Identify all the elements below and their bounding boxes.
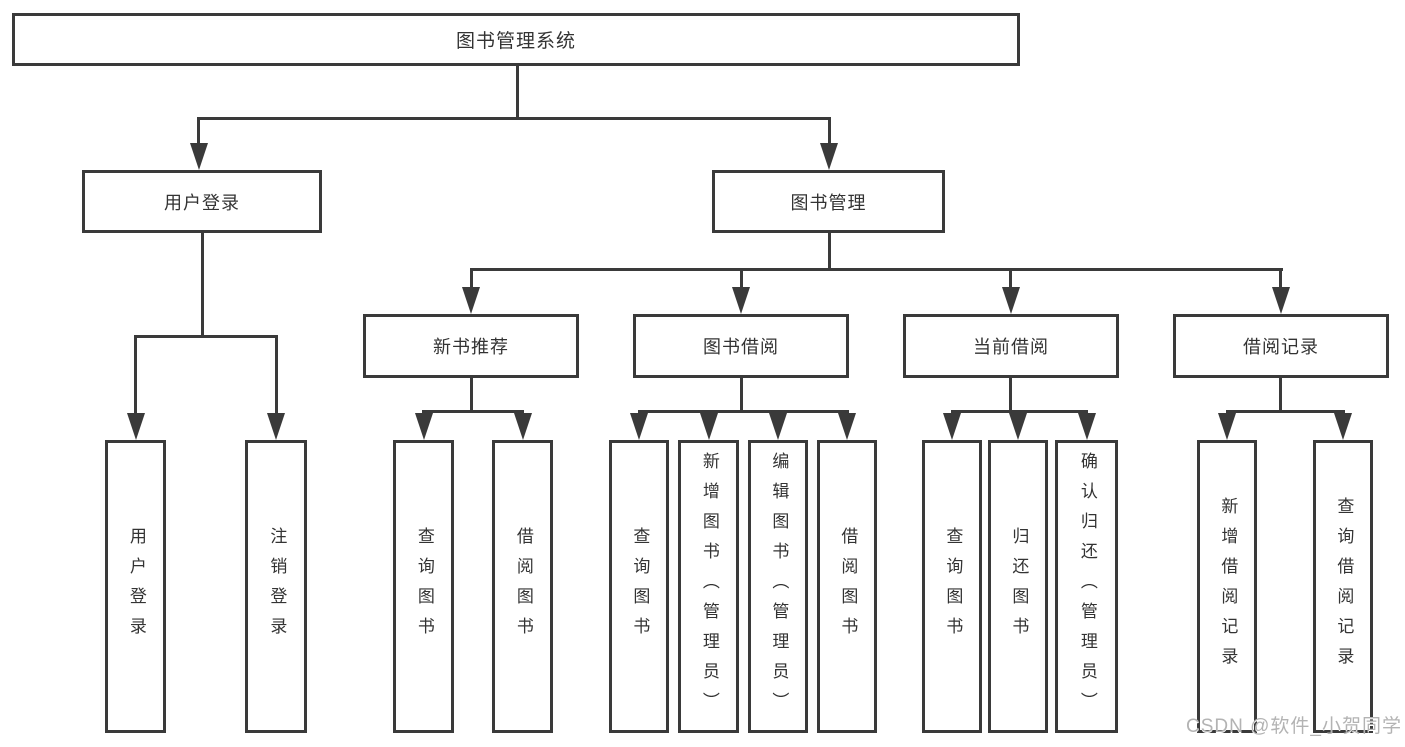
arrowhead-icon bbox=[732, 287, 750, 314]
node-book-borrowing: 图书借阅 bbox=[633, 314, 849, 378]
arrowhead-icon bbox=[769, 413, 787, 440]
edge-line bbox=[197, 117, 200, 146]
edge-line bbox=[637, 410, 849, 413]
node-system-root: 图书管理系统 bbox=[12, 13, 1020, 66]
arrowhead-icon bbox=[820, 143, 838, 170]
edge-line bbox=[515, 66, 519, 119]
node-label: 查询图书 bbox=[630, 526, 650, 647]
arrowhead-icon bbox=[1271, 287, 1290, 314]
node-label: 用户登录 bbox=[164, 192, 240, 213]
node-label: 图书借阅 bbox=[703, 337, 779, 357]
leaf-borrow-book-recommend: 借阅图书 bbox=[492, 440, 553, 733]
edge-line bbox=[739, 268, 743, 289]
leaf-user-login: 用户登录 bbox=[105, 440, 166, 733]
node-label: 当前借阅 bbox=[973, 337, 1049, 357]
arrowhead-icon bbox=[1218, 413, 1236, 440]
node-label: 查询图书 bbox=[943, 526, 963, 647]
edge-line bbox=[197, 117, 831, 120]
node-book-management: 图书管理 bbox=[712, 170, 945, 233]
arrowhead-icon bbox=[943, 413, 961, 440]
edge-line bbox=[827, 117, 831, 146]
csdn-watermark: CSDN @软件_小贺同学 bbox=[1186, 716, 1402, 737]
node-label: 归还图书 bbox=[1009, 526, 1029, 647]
arrowhead-icon bbox=[630, 413, 648, 440]
leaf-query-book-borrowing: 查询图书 bbox=[609, 440, 669, 733]
edge-line bbox=[1279, 268, 1282, 289]
node-label: 用户登录 bbox=[126, 526, 146, 647]
edge-line bbox=[1279, 378, 1282, 413]
edge-line bbox=[950, 410, 1088, 413]
node-label: 借阅图书 bbox=[838, 526, 858, 647]
arrowhead-icon bbox=[1009, 413, 1027, 440]
node-label: 查询图书 bbox=[414, 526, 434, 647]
node-label: 新书推荐 bbox=[433, 337, 509, 357]
node-label: 新增图书（管理员） bbox=[699, 451, 719, 722]
node-label: 确认归还（管理员） bbox=[1077, 451, 1097, 722]
edge-line bbox=[469, 378, 473, 413]
leaf-borrow-book: 借阅图书 bbox=[817, 440, 877, 733]
edge-line bbox=[469, 268, 1283, 271]
node-label: 新增借阅记录 bbox=[1218, 496, 1238, 677]
node-user-login: 用户登录 bbox=[82, 170, 322, 233]
leaf-logout: 注销登录 bbox=[245, 440, 307, 733]
arrowhead-icon bbox=[1001, 287, 1020, 314]
arrowhead-icon bbox=[1077, 413, 1096, 440]
node-label: 借阅记录 bbox=[1243, 337, 1319, 357]
edge-line bbox=[200, 233, 204, 338]
leaf-add-book-admin: 新增图书（管理员） bbox=[678, 440, 739, 733]
arrowhead-icon bbox=[838, 413, 856, 440]
edge-line bbox=[1225, 410, 1345, 413]
arrowhead-icon bbox=[513, 413, 532, 440]
arrowhead-icon bbox=[267, 413, 285, 440]
edge-line bbox=[134, 335, 278, 338]
node-current-borrowing: 当前借阅 bbox=[903, 314, 1119, 378]
edge-line bbox=[1009, 268, 1012, 289]
edge-line bbox=[1009, 378, 1012, 413]
leaf-query-book-recommend: 查询图书 bbox=[393, 440, 454, 733]
edge-line bbox=[469, 268, 473, 289]
edge-line bbox=[422, 410, 524, 413]
leaf-confirm-return-admin: 确认归还（管理员） bbox=[1055, 440, 1118, 733]
node-borrow-records: 借阅记录 bbox=[1173, 314, 1389, 378]
edge-line bbox=[134, 335, 137, 415]
node-new-book-recommend: 新书推荐 bbox=[363, 314, 579, 378]
leaf-query-book-current: 查询图书 bbox=[922, 440, 982, 733]
edge-line bbox=[827, 233, 831, 271]
node-label: 图书管理 bbox=[790, 192, 867, 213]
edge-line bbox=[274, 335, 278, 415]
node-label: 查询借阅记录 bbox=[1334, 496, 1354, 677]
arrowhead-icon bbox=[462, 287, 480, 314]
node-label: 借阅图书 bbox=[513, 526, 533, 647]
node-label: 编辑图书（管理员） bbox=[769, 451, 789, 722]
arrowhead-icon bbox=[699, 413, 718, 440]
node-label: 注销登录 bbox=[267, 526, 287, 647]
edge-line bbox=[739, 378, 743, 413]
leaf-edit-book-admin: 编辑图书（管理员） bbox=[748, 440, 808, 733]
arrowhead-icon bbox=[1334, 413, 1352, 440]
arrowhead-icon bbox=[126, 413, 145, 440]
node-label: 图书管理系统 bbox=[455, 31, 576, 52]
leaf-return-book: 归还图书 bbox=[988, 440, 1048, 733]
leaf-add-borrow-record: 新增借阅记录 bbox=[1197, 440, 1257, 733]
leaf-query-borrow-record: 查询借阅记录 bbox=[1313, 440, 1373, 733]
arrowhead-icon bbox=[189, 143, 208, 170]
arrowhead-icon bbox=[414, 413, 433, 440]
